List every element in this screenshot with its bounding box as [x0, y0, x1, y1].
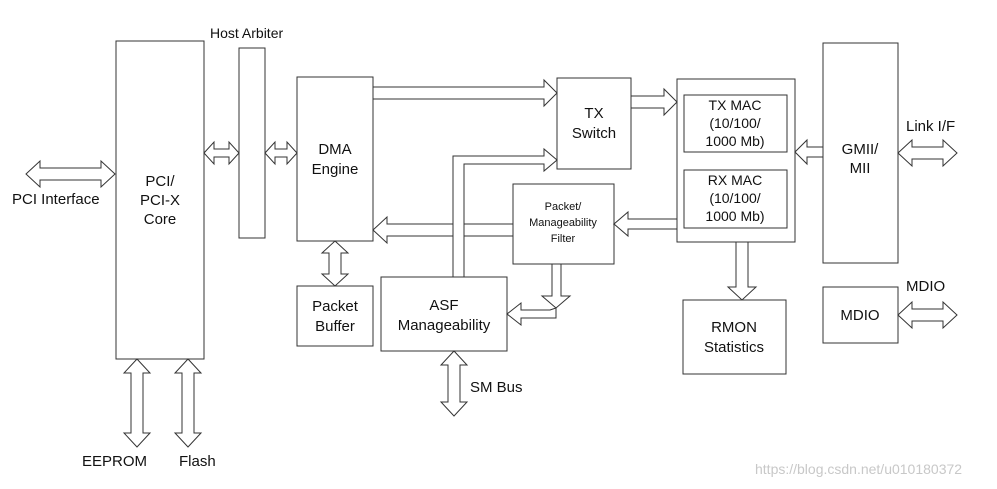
- dma-engine-line2: Engine: [312, 161, 359, 178]
- filter-asf-arrow: [540, 263, 572, 309]
- pkt-filter-line3: Filter: [551, 233, 576, 245]
- tx-mac-line3: 1000 Mb): [705, 133, 764, 149]
- dma-engine-line1: DMA: [318, 141, 351, 158]
- pci-interface-label: PCI Interface: [12, 191, 100, 208]
- tx-mac-box: [683, 94, 788, 153]
- core-arbiter-arrow: [203, 140, 240, 166]
- eeprom-arrow: [122, 358, 152, 448]
- dma-buffer-arrow: [320, 240, 350, 287]
- pci-interface-arrow: [25, 159, 116, 189]
- dma-txswitch-arrow: [372, 78, 558, 108]
- pci-core-line2: PCI-X: [140, 192, 180, 209]
- tx-switch-line1: TX: [584, 105, 603, 122]
- tx-mac-line2: (10/100/: [709, 115, 760, 131]
- eeprom-label: EEPROM: [82, 453, 147, 470]
- sm-bus-arrow: [439, 350, 469, 417]
- pci-core-box: [115, 40, 205, 360]
- tx-switch-line2: Switch: [572, 125, 616, 142]
- gmii-line1: GMII/: [842, 141, 879, 158]
- packet-buffer-line1: Packet: [312, 298, 359, 315]
- flash-label: Flash: [179, 453, 216, 470]
- rmon-line1: RMON: [711, 319, 757, 336]
- pci-core-line1: PCI/: [145, 173, 175, 190]
- mdio-arrow: [897, 300, 958, 330]
- rxmac-filter-arrow-body: [613, 210, 678, 238]
- asf-txswitch-arrow: [452, 147, 558, 278]
- filter-dma-arrow: [372, 215, 514, 245]
- host-arbiter-box: [238, 47, 266, 239]
- rx-mac-line3: 1000 Mb): [705, 208, 764, 224]
- arbiter-dma-arrow: [264, 140, 298, 166]
- mdio-label: MDIO: [906, 278, 945, 295]
- pkt-filter-line1: Packet/: [545, 201, 583, 213]
- gmii-mac-arrow: [794, 138, 824, 166]
- filter-asf-elbow: [506, 301, 557, 327]
- asf-line2: Manageability: [398, 317, 491, 334]
- flash-arrow: [173, 358, 203, 448]
- dma-engine-box: [296, 76, 374, 242]
- rmon-line2: Statistics: [704, 339, 764, 356]
- packet-buffer-box: [296, 285, 374, 347]
- rx-mac-box: [683, 169, 788, 229]
- link-if-label: Link I/F: [906, 118, 955, 135]
- pkt-filter-line2: Manageability: [529, 217, 597, 229]
- host-arbiter-label: Host Arbiter: [210, 25, 283, 41]
- asf-line1: ASF: [429, 297, 458, 314]
- packet-filter-box: [512, 183, 615, 265]
- watermark: https://blog.csdn.net/u010180372: [755, 461, 962, 477]
- tx-mac-line1: TX MAC: [709, 97, 762, 113]
- txswitch-txmac-arrow: [630, 87, 678, 117]
- packet-buffer-line2: Buffer: [315, 318, 355, 335]
- rmon-statistics-box: [682, 299, 787, 375]
- mdio-box: [822, 286, 899, 344]
- asf-manageability-box: [380, 276, 508, 352]
- mdio-block-label: MDIO: [840, 307, 879, 324]
- gmii-line2: MII: [850, 160, 871, 177]
- link-if-arrow: [897, 138, 958, 168]
- mac-rmon-arrow: [726, 241, 758, 301]
- gmii-mii-box: [822, 42, 899, 264]
- tx-switch-box: [556, 77, 632, 170]
- sm-bus-label: SM Bus: [470, 379, 523, 396]
- rx-mac-line1: RX MAC: [708, 172, 762, 188]
- pci-core-line3: Core: [144, 211, 177, 228]
- rx-mac-line2: (10/100/: [709, 190, 760, 206]
